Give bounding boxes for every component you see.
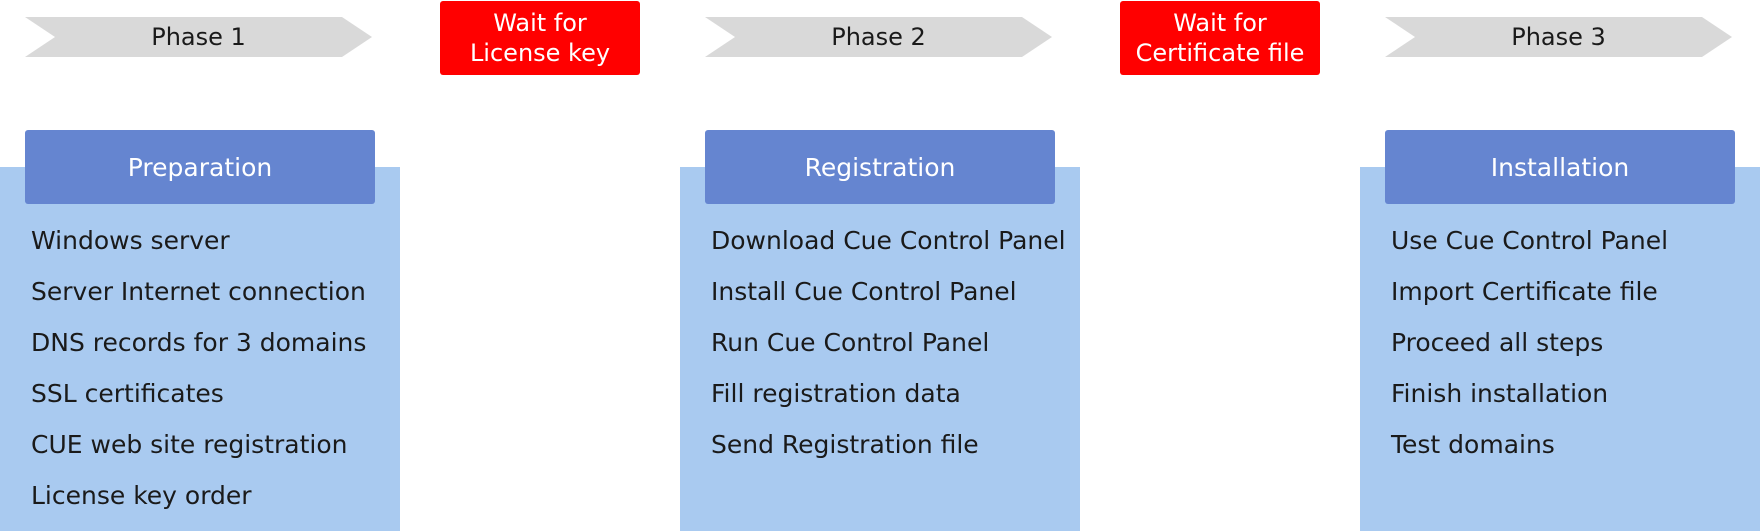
preparation-header: Preparation [25,130,375,204]
list-item: DNS records for 3 domains [31,328,367,357]
phase-2-arrow: Phase 2 [705,17,1052,57]
wait-license-key-label: Wait for License key [469,9,611,67]
list-item: Download Cue Control Panel [711,226,1066,255]
list-item: Proceed all steps [1391,328,1604,357]
list-item: Windows server [31,226,230,255]
installation-column [1360,167,1760,531]
list-item: License key order [31,481,252,510]
phase-3-label: Phase 3 [1511,23,1606,51]
list-item: Install Cue Control Panel [711,277,1017,306]
wait-certificate-file-label: Wait for Certificate file [1135,9,1305,67]
installation-title: Installation [1490,152,1630,182]
installation-header: Installation [1385,130,1735,204]
preparation-column [0,167,400,531]
list-item: Run Cue Control Panel [711,328,990,357]
preparation-title: Preparation [127,152,273,182]
list-item: CUE web site registration [31,430,348,459]
phase-1-label: Phase 1 [151,23,246,51]
registration-title: Registration [804,152,956,182]
phase-1-arrow: Phase 1 [25,17,372,57]
list-item: Fill registration data [711,379,961,408]
wait-certificate-file-box: Wait for Certificate file [1120,1,1320,75]
phase-2-label: Phase 2 [831,23,926,51]
list-item: Finish installation [1391,379,1609,408]
registration-header: Registration [705,130,1055,204]
list-item: Import Certificate file [1391,277,1658,306]
list-item: SSL certificates [31,379,224,408]
installation-list: Use Cue Control Panel Import Certificate… [1391,222,1668,477]
list-item: Send Registration file [711,430,979,459]
list-item: Test domains [1391,430,1555,459]
preparation-list: Windows server Server Internet connectio… [31,222,366,528]
list-item: Server Internet connection [31,277,366,306]
registration-column [680,167,1080,531]
phase-3-arrow: Phase 3 [1385,17,1732,57]
list-item: Use Cue Control Panel [1391,226,1669,255]
registration-list: Download Cue Control Panel Install Cue C… [711,222,1066,477]
wait-license-key-box: Wait for License key [440,1,640,75]
